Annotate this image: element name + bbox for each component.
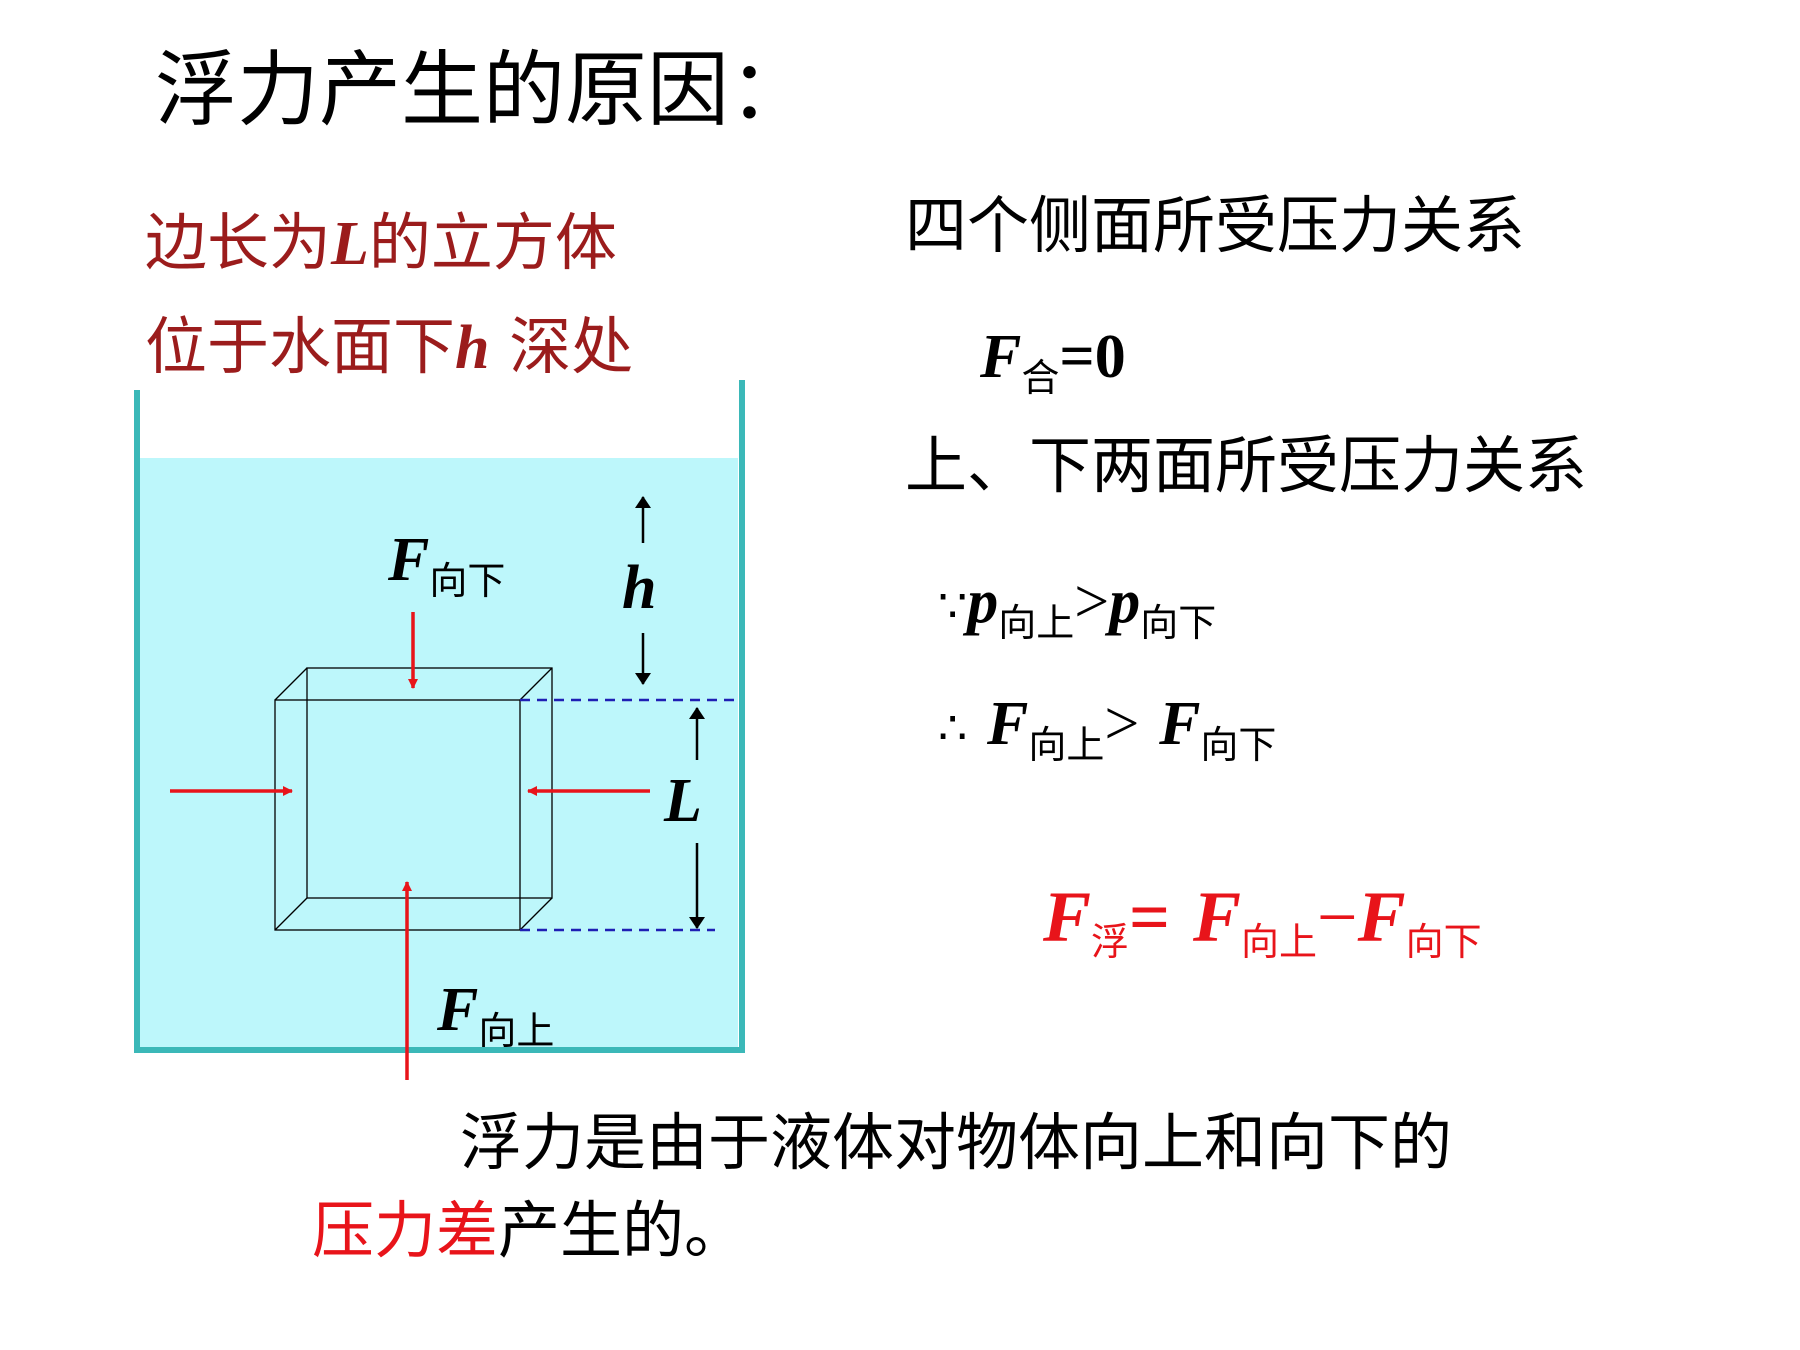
cube (274, 667, 553, 931)
top-bottom-heading: 上、下两面所受压力关系 (905, 429, 1588, 502)
side-length-l-label: L (664, 767, 702, 835)
conclusion-line2: 压力差产生的。 (312, 1194, 747, 1267)
cube-description-line2: 位于水面下h 深处 (145, 310, 634, 383)
force-comparison: ∴ F向上> F向下 (938, 690, 1277, 767)
page-title: 浮力产生的原因： (155, 43, 812, 138)
side-faces-heading: 四个侧面所受压力关系 (905, 189, 1526, 262)
cube-description-line1: 边长为L的立方体 (145, 206, 617, 279)
force-down-label: F向下 (388, 526, 506, 603)
net-side-force-equation: F合=0 (980, 323, 1126, 400)
pressure-difference-highlight: 压力差 (312, 1194, 499, 1267)
conclusion-line1: 浮力是由于液体对物体向上和向下的 (460, 1106, 1453, 1179)
depth-h-label: h (622, 554, 657, 622)
water (140, 458, 738, 1050)
force-up-label: F向上 (437, 976, 555, 1053)
container (134, 380, 745, 1053)
pressure-comparison: ∵p向上>p向下 (938, 568, 1217, 645)
buoyancy-formula: F浮= F向上−F向下 (1043, 877, 1482, 964)
